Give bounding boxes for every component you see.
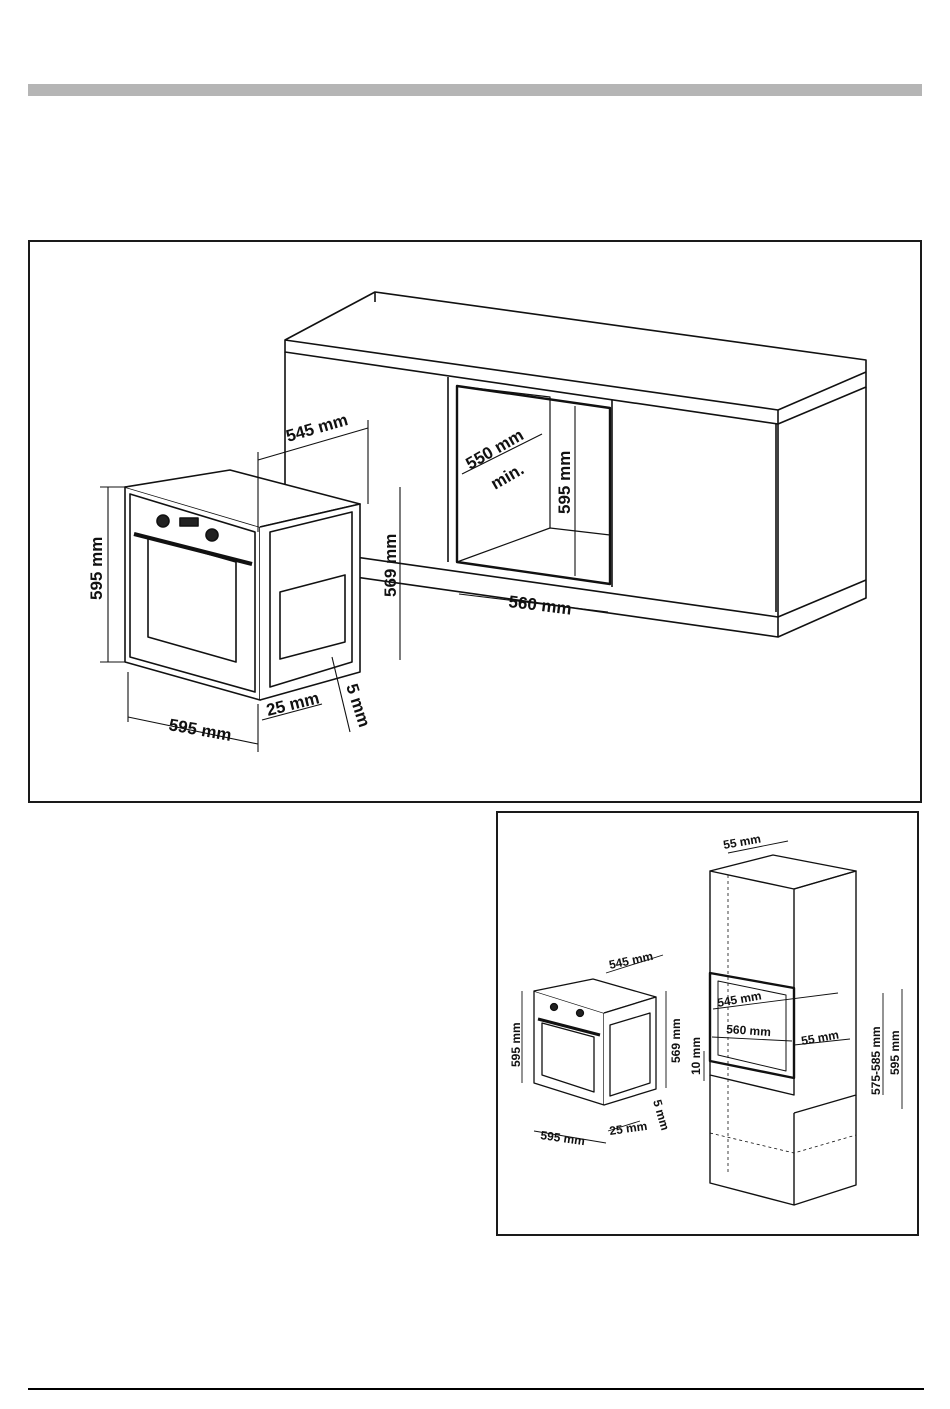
dim-niche-width: 560 mm	[508, 592, 573, 619]
dim-niche-height: 595 mm	[555, 451, 574, 514]
column-diagram: 55 mm 545 mm 595 mm 569 mm 595 mm 25 mm …	[498, 813, 917, 1234]
col-dim-oven-width: 595 mm	[540, 1128, 586, 1148]
col-dim-top-gap: 55 mm	[722, 832, 762, 852]
col-dim-niche-height-range: 575-585 mm	[869, 1026, 883, 1095]
built-in-column-figure: 55 mm 545 mm 595 mm 569 mm 595 mm 25 mm …	[496, 811, 919, 1236]
dim-body-height: 569 mm	[381, 534, 400, 597]
col-dim-column-height: 595 mm	[888, 1030, 902, 1075]
col-dim-side-gap: 55 mm	[800, 1028, 840, 1048]
col-dim-body-height: 569 mm	[669, 1018, 683, 1063]
dim-oven-width: 595 mm	[167, 715, 233, 745]
dim-oven-height: 595 mm	[87, 537, 106, 600]
col-dim-bottom-gap: 10 mm	[689, 1037, 703, 1075]
under-counter-diagram: 545 mm 550 mm min. 595 mm 560 mm 595 mm …	[30, 242, 920, 801]
built-in-under-counter-figure: 545 mm 550 mm min. 595 mm 560 mm 595 mm …	[28, 240, 922, 803]
col-dim-front-offset: 25 mm	[608, 1119, 648, 1138]
oven-drawing	[125, 470, 360, 700]
col-dim-depth-top: 545 mm	[608, 949, 655, 972]
dim-depth-top: 545 mm	[284, 410, 350, 446]
col-dim-gap: 5 mm	[650, 1098, 672, 1132]
dim-gap: 5 mm	[342, 681, 374, 729]
footer-rule	[28, 1388, 924, 1390]
col-dim-oven-height: 595 mm	[509, 1022, 523, 1067]
header-rule	[28, 84, 922, 96]
small-oven-drawing	[534, 979, 656, 1105]
